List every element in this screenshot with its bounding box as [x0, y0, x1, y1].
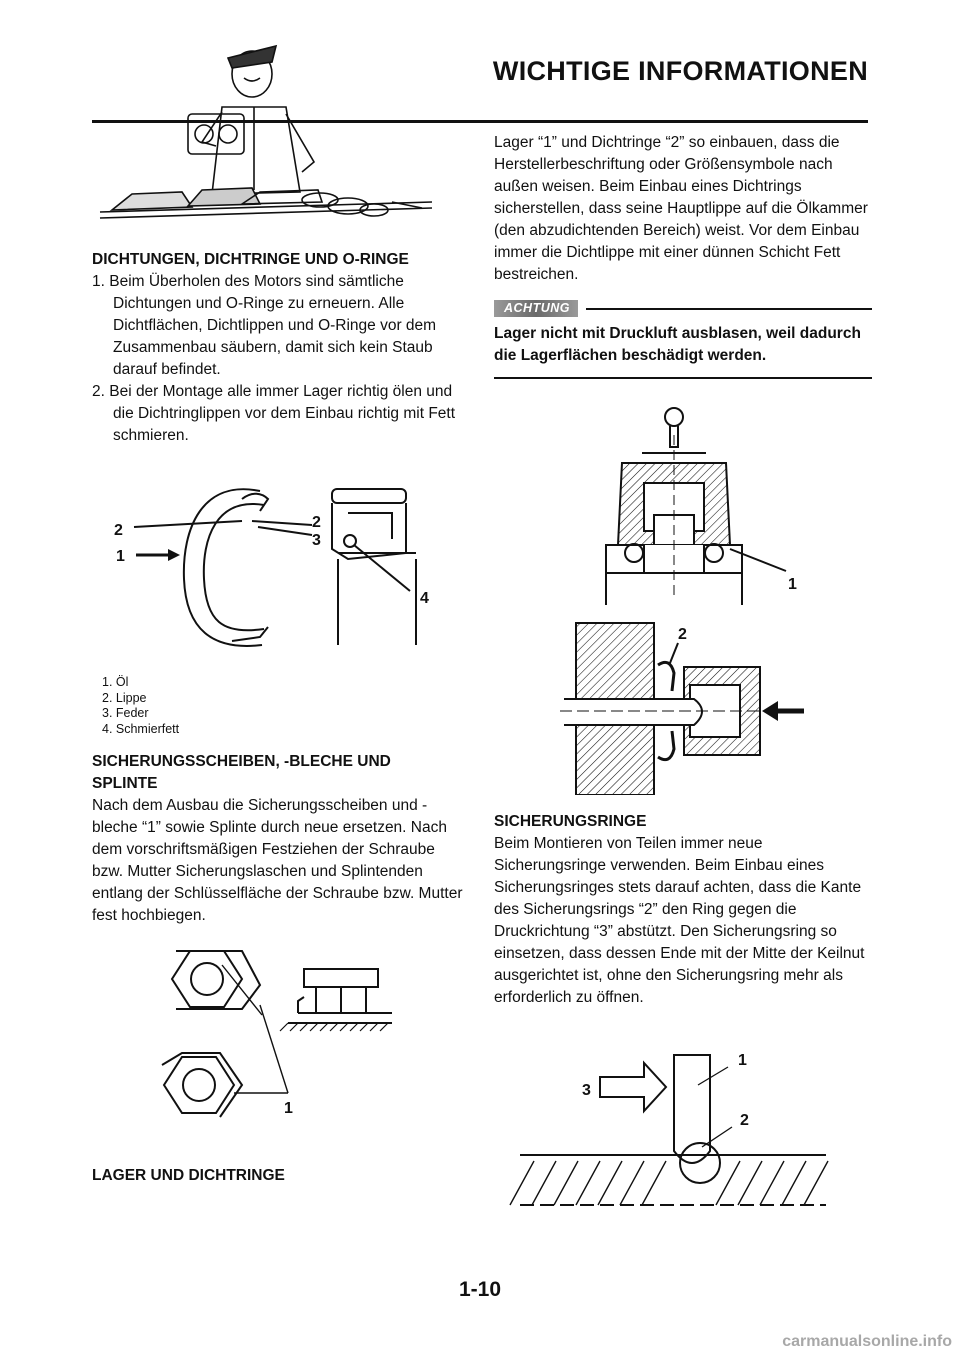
bearings-text: Lager “1” und Dichtringe “2” so einbauen…	[494, 134, 868, 283]
gasket-steps: 1. Beim Überholen des Motors sind sämtli…	[92, 271, 470, 447]
page-title: WICHTIGE INFORMATIONEN	[492, 56, 868, 86]
legend-item: 4. Schmierfett	[102, 721, 180, 736]
mechanic-illustration	[99, 44, 433, 219]
lockwashers-text: Nach dem Ausbau die Sicherungsscheiben u…	[92, 797, 463, 924]
seal-legend: 1. Öl 2. Lippe 3. Feder 4. Schmierfett	[92, 675, 470, 737]
bearing-callout-2: 2	[678, 626, 687, 643]
circlip-figure: 1 3 2	[509, 1052, 829, 1206]
lockwashers-title-line2: SPLINTE	[92, 775, 158, 792]
seal-callout-1: 1	[116, 548, 125, 565]
circlip-callout-2: 2	[740, 1112, 749, 1129]
circlip-callout-3: 3	[582, 1082, 591, 1099]
lockwashers-title-line1: SICHERUNGSSCHEIBEN, -BLECHE UND	[92, 753, 391, 770]
caution-header: ACHTUNG	[494, 300, 872, 317]
section-title-circlips: SICHERUNGSRINGE	[494, 813, 647, 830]
seal-callout-3: 3	[312, 532, 321, 549]
lock-callout-1: 1	[284, 1100, 293, 1117]
caution-badge: ACHTUNG	[494, 300, 578, 317]
legend-item: 2. Lippe	[102, 690, 147, 705]
bearing-callout-1: 1	[788, 576, 797, 593]
legend-item: 1. Öl	[102, 675, 129, 689]
gasket-step-1: 1. Beim Überholen des Motors sind sämtli…	[92, 273, 437, 378]
caution-rule	[586, 307, 872, 310]
caution-end-rule	[494, 377, 872, 379]
caution-text: Lager nicht mit Druckluft ausblasen, wei…	[494, 325, 861, 364]
header-rule	[92, 120, 868, 123]
circlips-text: Beim Montieren von Teilen immer neue Sic…	[494, 835, 865, 1006]
seal-callout-2a: 2	[114, 522, 123, 539]
seal-callout-2b: 2	[312, 514, 321, 531]
section-title-lockwashers: SICHERUNGSSCHEIBEN, -BLECHE UND SPLINTE	[92, 751, 470, 795]
page-number: 1-10	[458, 1278, 502, 1301]
legend-item: 3. Feder	[102, 706, 149, 720]
seal-callout-4: 4	[420, 590, 429, 607]
watermark: carmanualsonline.info	[782, 1333, 952, 1350]
lock-washer-figure: 1	[161, 950, 392, 1118]
oil-seal-figure: 2 1 2 3 4	[114, 488, 429, 647]
section-title-gaskets: DICHTUNGEN, DICHTRINGE UND O-RINGE	[92, 251, 409, 268]
circlip-callout-1: 1	[738, 1052, 747, 1069]
section-title-bearings: LAGER UND DICHTRINGE	[92, 1167, 285, 1184]
left-column: DICHTUNGEN, DICHTRINGE UND O-RINGE 1. Be…	[92, 0, 470, 1187]
gasket-step-2: 2. Bei der Montage alle immer Lager rich…	[92, 383, 456, 444]
bearing-figure: 1 2	[560, 407, 804, 795]
right-column: Lager “1” und Dichtringe “2” so einbauen…	[494, 132, 872, 1209]
